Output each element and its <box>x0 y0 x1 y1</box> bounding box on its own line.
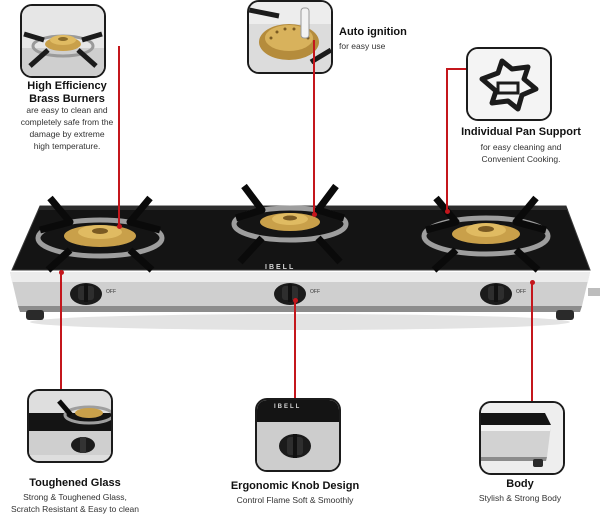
middle-knob-label: OFF <box>310 289 320 295</box>
knob-thumbnail-brand: IBELL <box>274 404 302 410</box>
toughened-glass-thumbnail <box>27 389 113 463</box>
right-burner <box>421 195 551 273</box>
auto-ignition-thumbnail <box>247 0 333 74</box>
ignition-description: for easy use <box>339 41 386 51</box>
middle-knob <box>274 283 306 305</box>
left-knob-label: OFF <box>106 289 116 295</box>
ignition-callout-dot <box>311 212 317 217</box>
ignition-title: Auto ignition <box>339 26 407 38</box>
pan-support-title: Individual Pan Support <box>461 126 581 138</box>
burners-description: are easy to clean and completely safe fr… <box>20 105 114 151</box>
body-thumbnail <box>479 401 565 475</box>
burners-title: High Efficiency Brass Burners <box>27 80 107 105</box>
middle-burner <box>231 183 349 265</box>
body-callout-dot <box>529 280 535 285</box>
right-knob <box>480 283 512 305</box>
body-title: Body <box>506 478 534 490</box>
glass-title: Toughened Glass <box>29 477 121 489</box>
pan-support-thumbnail <box>466 47 552 121</box>
burner-callout-line <box>118 46 120 226</box>
glass-description: Strong & Toughened Glass, Scratch Resist… <box>10 492 140 514</box>
brass-burner-thumbnail <box>20 4 106 78</box>
pan-support-description: for easy cleaning and Convenient Cooking… <box>480 142 562 164</box>
knob-design-thumbnail <box>255 398 341 472</box>
knob-title: Ergonomic Knob Design <box>230 480 360 492</box>
left-knob <box>70 283 102 305</box>
glass-callout-dot <box>58 270 64 275</box>
body-description: Stylish & Strong Body <box>478 493 562 503</box>
right-knob-label: OFF <box>516 289 526 295</box>
pan-support-callout-line-vertical <box>446 68 448 212</box>
body-callout-line <box>531 282 533 402</box>
knob-callout-line <box>294 300 296 400</box>
left-burner <box>35 195 165 273</box>
ignition-callout-line <box>313 40 315 216</box>
pan-support-callout-line <box>446 68 466 70</box>
pan-support-callout-dot <box>444 209 450 214</box>
burner-callout-dot <box>116 224 122 229</box>
gas-stove-product-image: IBELL OFF OFF OFF <box>0 178 600 338</box>
glass-callout-line <box>60 272 62 392</box>
knob-callout-dot <box>292 298 298 303</box>
brand-logo: IBELL <box>265 264 296 271</box>
knob-description: Control Flame Soft & Smoothly <box>236 495 354 505</box>
